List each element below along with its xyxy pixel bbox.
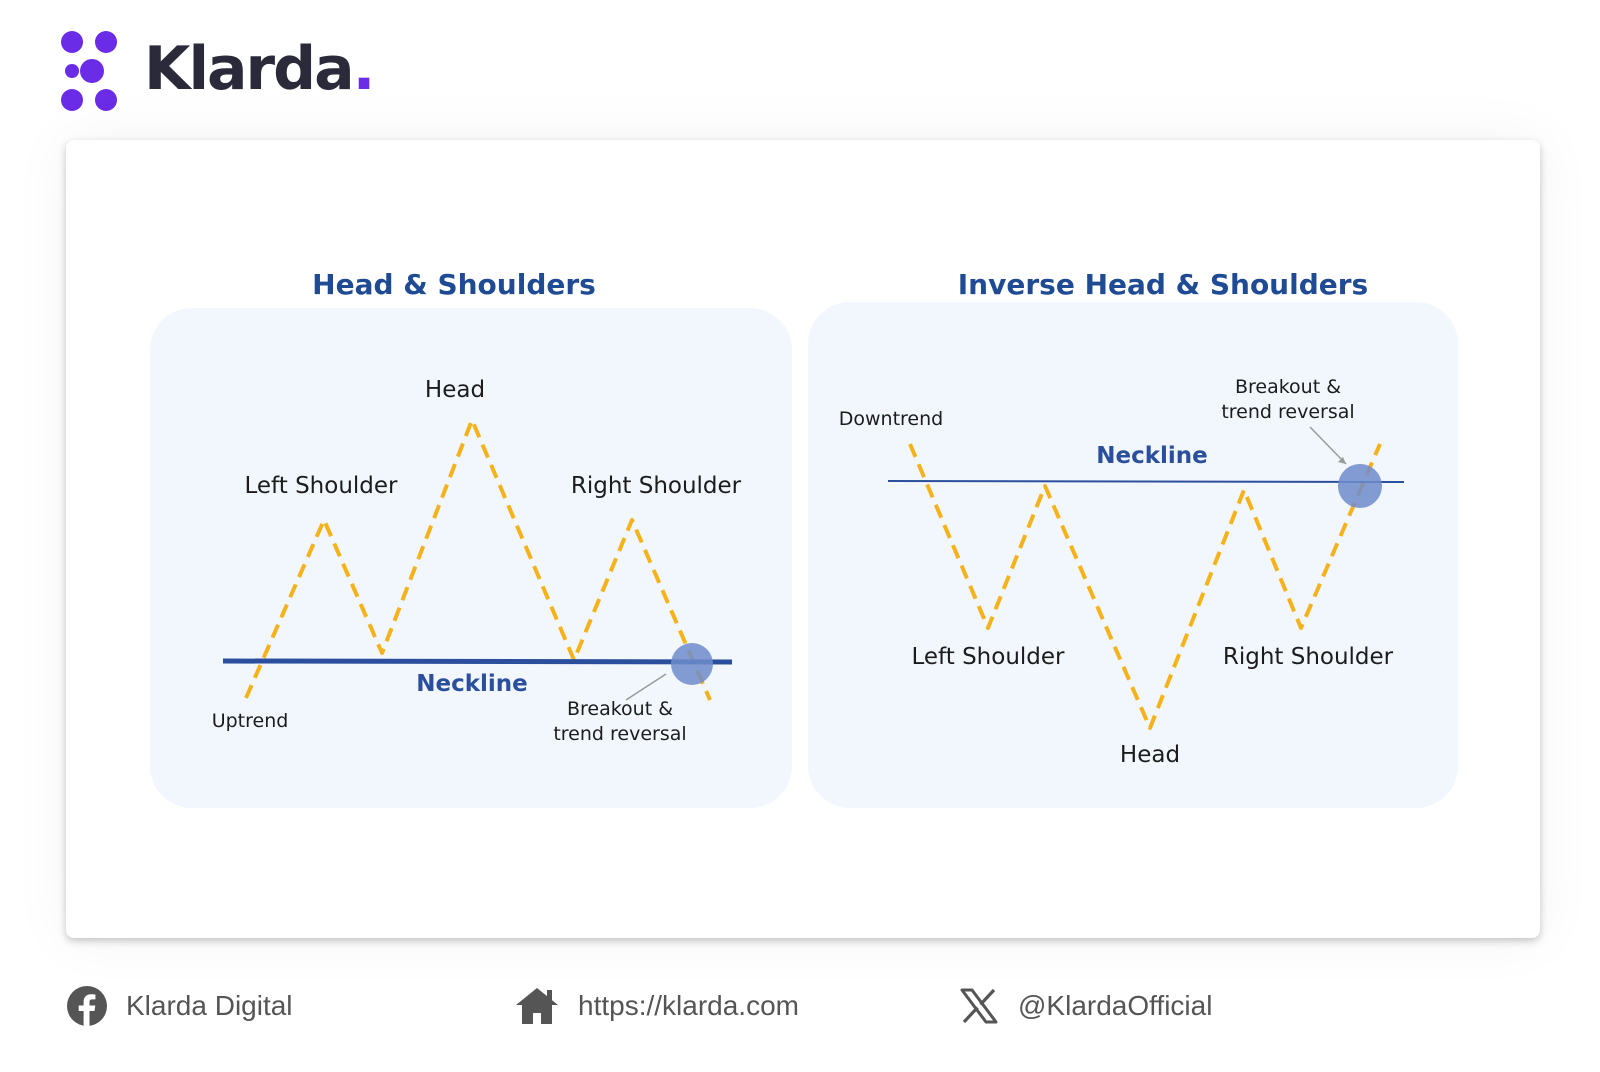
head-shoulders-breakout-marker — [671, 643, 713, 685]
breakout-label-line2: trend reversal — [553, 723, 686, 745]
footer-x[interactable]: @KlardaOfficial — [958, 982, 1212, 1030]
inverse-left-shoulder-label: Left Shoulder — [911, 644, 1065, 670]
downtrend-label: Downtrend — [839, 408, 943, 430]
inverse-head-shoulders-panel — [808, 302, 1458, 808]
logo-wordmark: Klarda. — [144, 34, 376, 104]
breakout-label-line1: Breakout & — [567, 698, 673, 720]
inverse-head-shoulders-breakout-pointer — [1309, 426, 1347, 465]
footer-website[interactable]: https://klarda.com — [514, 982, 799, 1030]
inverse-right-shoulder-label: Right Shoulder — [1223, 644, 1394, 670]
head-shoulders-breakout-pointer — [625, 673, 667, 701]
logo-name: Klarda — [144, 34, 355, 104]
footer-facebook[interactable]: Klarda Digital — [66, 982, 293, 1030]
klarda-logo-mark-icon — [61, 31, 117, 111]
head-shoulders-price-path — [244, 418, 712, 701]
inverse-neckline-label: Neckline — [1096, 443, 1208, 469]
home-icon — [516, 988, 558, 1024]
klarda-logo[interactable]: Klarda. — [60, 30, 380, 112]
inverse-head-shoulders-neckline — [887, 480, 1405, 483]
inverse-breakout-label-line2: trend reversal — [1221, 401, 1354, 423]
facebook-text: Klarda Digital — [126, 990, 293, 1021]
right-shoulder-label: Right Shoulder — [571, 473, 742, 499]
website-text: https://klarda.com — [578, 990, 799, 1021]
inverse-head-shoulders-breakout-marker — [1338, 464, 1382, 508]
head-label: Head — [425, 377, 485, 403]
head-shoulders-title: Head & Shoulders — [312, 268, 596, 301]
head-shoulders-neckline — [222, 658, 733, 665]
facebook-icon — [67, 986, 107, 1026]
inverse-head-shoulders-pointer-arrowhead — [1338, 457, 1346, 464]
x-icon — [960, 988, 998, 1024]
neckline-label: Neckline — [416, 671, 528, 697]
uptrend-label: Uptrend — [212, 710, 289, 732]
x-text: @KlardaOfficial — [1018, 990, 1213, 1021]
inverse-breakout-label-line1: Breakout & — [1235, 376, 1341, 398]
head-shoulders-panel — [150, 308, 792, 808]
left-shoulder-label: Left Shoulder — [244, 473, 398, 499]
inverse-head-shoulders-price-path — [908, 443, 1382, 730]
inverse-head-label: Head — [1120, 742, 1180, 768]
logo-dot: . — [352, 34, 376, 104]
inverse-head-shoulders-title: Inverse Head & Shoulders — [958, 268, 1368, 301]
